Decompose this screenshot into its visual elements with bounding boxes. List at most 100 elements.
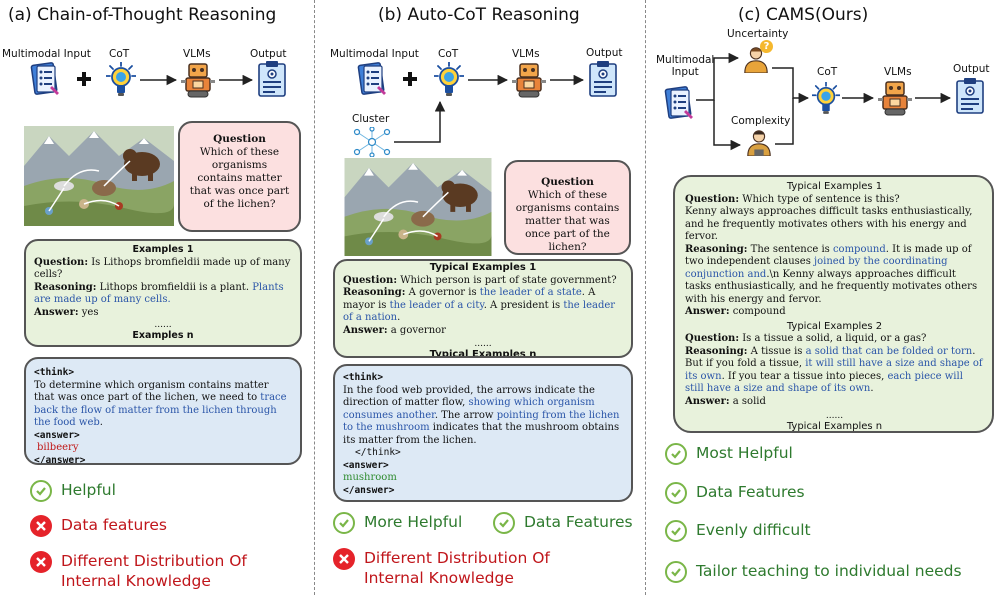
panel-c-title: (c) CAMS(Ours) — [738, 5, 869, 25]
panel-c-feature-2: Data Features — [665, 482, 805, 504]
panel-a-feature-3: Different Distribution Of Internal Knowl… — [30, 551, 247, 591]
r-label: Reasoning: — [343, 287, 406, 298]
check-icon — [333, 512, 355, 534]
answer-value: mushroom — [343, 472, 397, 483]
feature-text: Evenly difficult — [696, 521, 811, 539]
r-highlight: it will still have a size and shape of i… — [685, 358, 983, 382]
panel-b-flow-arrows — [394, 74, 585, 143]
q-label: Question: — [685, 193, 740, 205]
panel-c-label-uncertainty: Uncertainty — [727, 28, 789, 40]
feature-text: Different Distribution Of Internal Knowl… — [364, 549, 550, 587]
panel-a-label-input: Multimodal Input — [2, 48, 91, 60]
panel-a-question-card: Question Which of these organisms contai… — [178, 121, 301, 232]
a-text: yes — [81, 306, 99, 318]
panel-c-examples-card: Typical Examples 1 Question: Which type … — [673, 175, 994, 433]
panel-a-label-vlm: VLMs — [183, 48, 211, 60]
panel-b-examples-card: Typical Examples 1 Question: Which perso… — [333, 259, 633, 358]
panel-a-flow-arrows — [140, 74, 254, 86]
q-label: Question: — [34, 256, 89, 268]
food-web-image — [333, 158, 503, 256]
answer-close: </answer> — [343, 484, 395, 496]
panel-a-examples-card: Examples 1 Question: Is Lithops bromfiel… — [24, 239, 302, 347]
feature-text: Data Features — [524, 513, 633, 531]
think-close: </think> — [355, 447, 401, 458]
r-label: Reasoning: — [34, 281, 97, 293]
panel-b-label-cluster: Cluster — [352, 113, 390, 125]
check-icon — [665, 561, 687, 583]
feature-text: More Helpful — [364, 513, 463, 531]
think-text: . The arrow — [434, 409, 497, 421]
q-text: Which person is part of state government… — [400, 274, 617, 286]
panel-c-label-cot: CoT — [817, 66, 838, 78]
a-label: Answer: — [343, 324, 388, 336]
divider-left — [314, 0, 315, 595]
cross-icon — [333, 548, 355, 570]
panel-c-feature-3: Evenly difficult — [665, 520, 811, 542]
panel-b-question-card: Question Which of these organisms contai… — [504, 160, 631, 255]
question-mark-icon: ? — [760, 40, 773, 53]
think-highlight: pointing from the lichen to the mushroom — [343, 409, 620, 434]
divider-right — [645, 0, 646, 595]
r-highlight: the leader of a city — [389, 299, 484, 311]
feature-text: Most Helpful — [696, 444, 793, 462]
answer-close: </answer> — [34, 454, 86, 465]
q-label: Question: — [685, 333, 740, 344]
think-text: In the food web provided, the arrows ind… — [343, 384, 595, 409]
examples-heading: Typical Examples 1 — [429, 262, 537, 273]
a-text: a governor — [390, 324, 446, 336]
question-text: Which of these organisms contains matter… — [189, 146, 290, 210]
r-text: . A president is — [483, 299, 564, 311]
panel-a-feature-2: Data features — [30, 515, 167, 537]
examples-heading-2: Typical Examples 2 — [786, 320, 883, 332]
panel-b-label-cot: CoT — [438, 48, 459, 60]
panel-a-feature-1: Helpful — [30, 480, 116, 502]
examples-footer: Typical Examples n — [786, 421, 883, 432]
r-text: . — [397, 312, 401, 323]
panel-c-label-complexity: Complexity — [731, 115, 791, 127]
examples-heading: Examples 1 — [132, 244, 194, 255]
q-text: Is Lithops bromfieldii made up of many c… — [34, 256, 291, 281]
r-highlight: compound — [832, 243, 886, 255]
r-text: The sentence is — [750, 243, 833, 255]
panel-b-label-output: Output — [586, 47, 623, 59]
panel-c-label-vlm: VLMs — [884, 66, 912, 78]
panel-c-flow-arrows — [696, 52, 952, 151]
r-text: Lithops bromfieldii is a plant. — [99, 281, 253, 293]
think-text: indicates that the mushroom obtains its … — [343, 422, 620, 446]
r-text: A tissue is — [750, 345, 806, 357]
examples-footer: Typical Examples n — [429, 349, 537, 358]
r-highlight: the leader of a nation — [343, 299, 616, 324]
r-highlight: the leader of a state — [479, 287, 582, 298]
q-label: Question: — [343, 274, 398, 286]
q-body: Kenny always approaches difficult tasks … — [685, 206, 973, 242]
r-highlight: joined by the coordinating conjunction a… — [685, 256, 948, 280]
r-text: .\n Kenny always approaches difficult ta… — [685, 268, 978, 305]
a-label: Answer: — [34, 306, 79, 318]
panel-b-feature-1: More Helpful — [333, 512, 462, 534]
r-text-highlight: Plants are made up of many cells. — [34, 281, 284, 306]
check-icon — [30, 480, 52, 502]
examples-dots: ...... — [474, 339, 492, 349]
r-text: . If you tear a tissue into pieces, — [721, 370, 888, 382]
r-text: . — [870, 383, 874, 394]
panel-b-label-input: Multimodal Input — [330, 48, 419, 60]
examples-dots: ...... — [154, 320, 172, 330]
feature-text: Data Features — [696, 483, 805, 501]
think-text: To determine which organism contains mat… — [34, 379, 269, 404]
a-text: a solid — [732, 395, 766, 407]
think-highlight: showing which organism consumes another — [343, 397, 595, 421]
answer-value: bilbeery — [37, 442, 79, 453]
think-open: <think> — [343, 372, 384, 383]
examples-footer: Examples n — [132, 330, 194, 341]
q-text: Is a tissue a solid, a liquid, or a gas? — [742, 333, 927, 344]
panel-b-think-card: <think> In the food web provided, the ar… — [333, 364, 633, 502]
feature-text: Data features — [61, 516, 167, 534]
panel-a-think-card: <think> To determine which organism cont… — [24, 357, 302, 465]
feature-text: Helpful — [61, 481, 116, 499]
panel-a-label-cot: CoT — [109, 48, 130, 60]
panel-b-feature-3: Different Distribution Of Internal Knowl… — [333, 548, 550, 588]
a-label: Answer: — [685, 306, 730, 317]
check-icon — [665, 520, 687, 542]
think-open: <think> — [34, 367, 75, 378]
r-text: A governor is — [408, 287, 480, 298]
